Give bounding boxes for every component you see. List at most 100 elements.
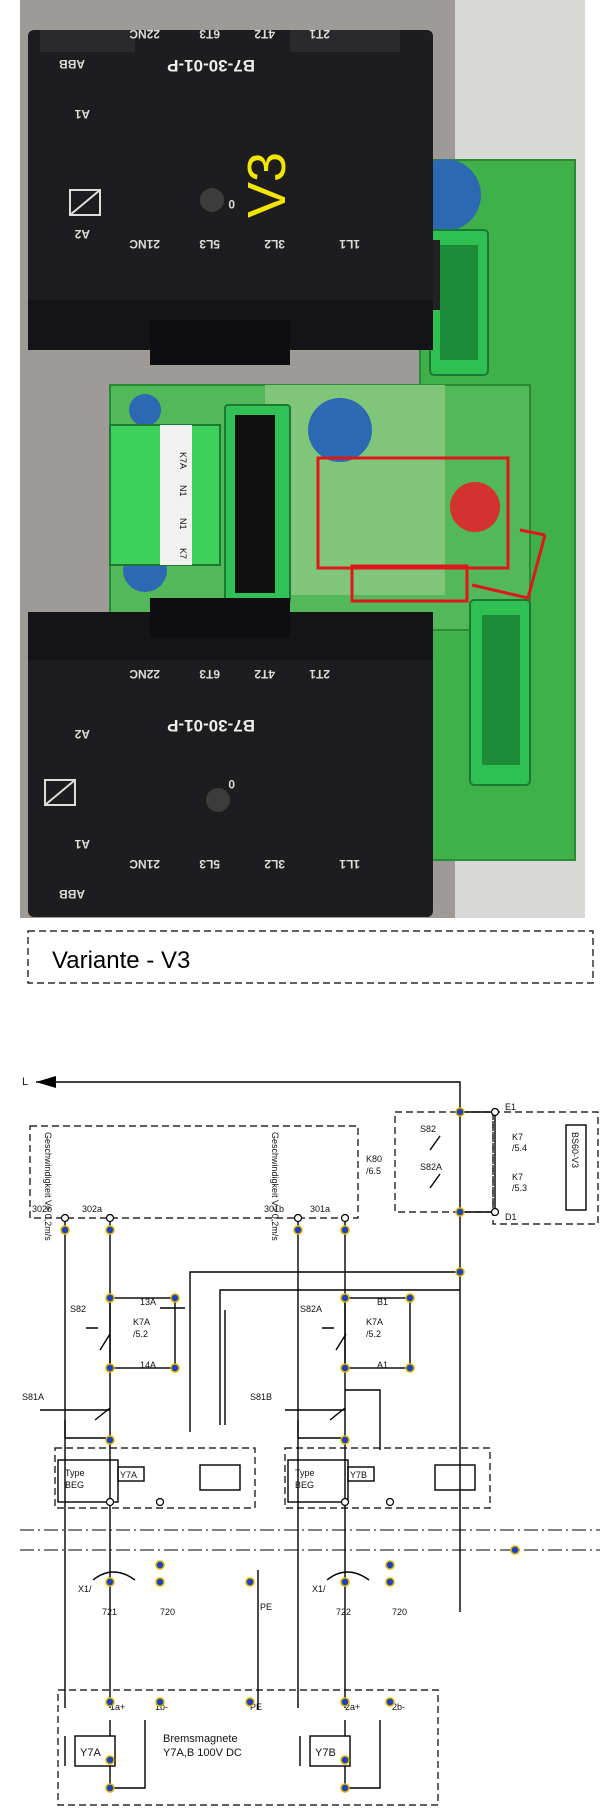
s81b-label: S81B	[250, 1392, 272, 1402]
relay-coil-left	[199, 1464, 241, 1491]
left-k7a-ref: /5.2	[133, 1329, 148, 1339]
open-nodes	[60, 1107, 500, 1507]
term-2a: 2a+	[345, 1702, 360, 1712]
highlight-annotations	[316, 456, 547, 603]
x1-left-label: X1/	[78, 1584, 92, 1594]
s82-block	[394, 1111, 494, 1213]
k7-ref-2: /5.3	[512, 1183, 527, 1193]
relay-bottom-bterm-3: 21NC	[129, 857, 160, 871]
e1-label: E1	[505, 1102, 516, 1112]
line-l-arrow	[36, 1076, 56, 1088]
connector-label-0: K7A	[178, 452, 188, 469]
relay-top-bterm-3: 21NC	[129, 237, 160, 251]
relay-top-term-1: 4T2	[254, 27, 275, 41]
term-pe: PE	[250, 1702, 262, 1712]
relay-top-bterm-0: 1L1	[339, 237, 360, 251]
d1-label: D1	[505, 1212, 517, 1222]
x1-right-722: 722	[336, 1607, 351, 1617]
brake-left: Y7A	[80, 1747, 101, 1759]
relay-top-term-2: 6T3	[199, 27, 220, 41]
s82-contacts	[429, 1111, 496, 1213]
relay-bottom-term-3: 22NC	[129, 667, 160, 681]
relay-top-knob	[200, 188, 224, 212]
bs60-label: BS60-V3	[570, 1132, 580, 1168]
connector-label-3: K7	[178, 548, 188, 559]
x1-right-label: X1/	[312, 1584, 326, 1594]
relay-top-model: B7-30-01-P	[167, 56, 255, 75]
relay-bottom-a1: A1	[74, 837, 90, 851]
relay-bottom: B7-30-01-P ABB A1 A2 0 2T1 4T2 6T3 22NC …	[28, 598, 433, 917]
caption-text: Variante - V3	[52, 947, 190, 974]
connector-labels: K7A N1 N1 K7	[178, 452, 188, 559]
k7a-left-box	[109, 1297, 176, 1369]
relay-bottom-brand: ABB	[59, 887, 85, 901]
beg-right-label: BEG	[295, 1480, 314, 1490]
left-k7a-label: K7A	[133, 1317, 150, 1327]
k7-label-2: K7	[512, 1172, 523, 1182]
relay-top-bterm-2: 5L3	[199, 237, 220, 251]
relay-bottom-bterm-2: 5L3	[199, 857, 220, 871]
fuse-component	[450, 482, 500, 532]
k80-label: K80	[366, 1154, 382, 1164]
s82a-top-label: S82A	[420, 1162, 442, 1172]
speed-term-301b: 301b	[264, 1204, 284, 1214]
speed-term-301a: 301a	[310, 1204, 330, 1214]
varistor-mid	[308, 398, 372, 462]
relay-bottom-coil-icon	[44, 779, 76, 806]
relay-top-indicator: 0	[228, 197, 235, 211]
schematic-wires	[64, 1212, 461, 1710]
line-l-wire	[36, 1081, 461, 1112]
speed-term-302b: 302b	[32, 1204, 52, 1214]
varistor-small	[129, 394, 161, 426]
relay-top-term-3: 22NC	[129, 27, 160, 41]
speed-box	[29, 1125, 359, 1219]
left-s82-label: S82	[70, 1304, 86, 1314]
x1-right-720: 720	[392, 1607, 407, 1617]
right-ref-a1: A1	[377, 1360, 388, 1370]
x1-left-721: 721	[102, 1607, 117, 1617]
relay-coil-right	[434, 1464, 476, 1491]
term-1a: 1a+	[110, 1702, 125, 1712]
relay-top-brand: ABB	[59, 57, 85, 71]
bs60-box	[565, 1124, 587, 1211]
left-ref-13a: 13A	[140, 1297, 156, 1307]
term-2b: 2b-	[392, 1702, 405, 1712]
relay-top: B7-30-01-P ABB A1 A2 0 2T1 4T2 6T3 22NC …	[28, 27, 433, 365]
node-dots	[60, 1107, 520, 1793]
right-s82a-label: S82A	[300, 1304, 322, 1314]
brake-sub: Y7A,B 100V DC	[163, 1747, 242, 1759]
relay-bottom-model: B7-30-01-P	[167, 716, 255, 735]
relay-bottom-indicator: 0	[228, 777, 235, 791]
x1-left-720: 720	[160, 1607, 175, 1617]
relay-bottom-term-0: 2T1	[309, 667, 330, 681]
pe-label: PE	[260, 1602, 272, 1612]
pcb-board	[109, 159, 576, 861]
speed-term-302a: 302a	[82, 1204, 102, 1214]
relay-top-a1: A1	[74, 107, 90, 121]
k7-ref-1: /5.4	[512, 1143, 527, 1153]
type-left-label: Type	[65, 1468, 85, 1478]
dashdot-lines	[20, 1529, 600, 1551]
speed-text-left: Geschwindigkeit V> 0,2m/s	[43, 1132, 53, 1241]
relay-bottom-knob	[206, 788, 230, 812]
overlay-v3-label: V3	[237, 152, 297, 218]
speed-text-right: Geschwindigkeit V> 0,2m/s	[270, 1132, 280, 1241]
k80-ref: /6.5	[366, 1166, 381, 1176]
highlight-arrow-1	[471, 534, 547, 600]
relay-bottom-bterm-0: 1L1	[339, 857, 360, 871]
relay-bottom-bterm-1: 3L2	[264, 857, 285, 871]
line-l-label: L	[22, 1076, 28, 1088]
brake-box	[57, 1689, 439, 1806]
k7a-right-box	[344, 1297, 411, 1369]
relay-bottom-term-1: 4T2	[254, 667, 275, 681]
k7-label-1: K7	[512, 1132, 523, 1142]
beg-left-label: BEG	[65, 1480, 84, 1490]
right-ref-b1: B1	[377, 1297, 388, 1307]
bs60-block	[492, 1111, 599, 1225]
connector-label-2: N1	[178, 518, 188, 530]
y7a-tag: Y7A	[120, 1470, 137, 1480]
y7b-tag: Y7B	[350, 1470, 367, 1480]
relay-top-a2: A2	[74, 227, 90, 241]
left-ref-14a: 14A	[140, 1360, 156, 1370]
